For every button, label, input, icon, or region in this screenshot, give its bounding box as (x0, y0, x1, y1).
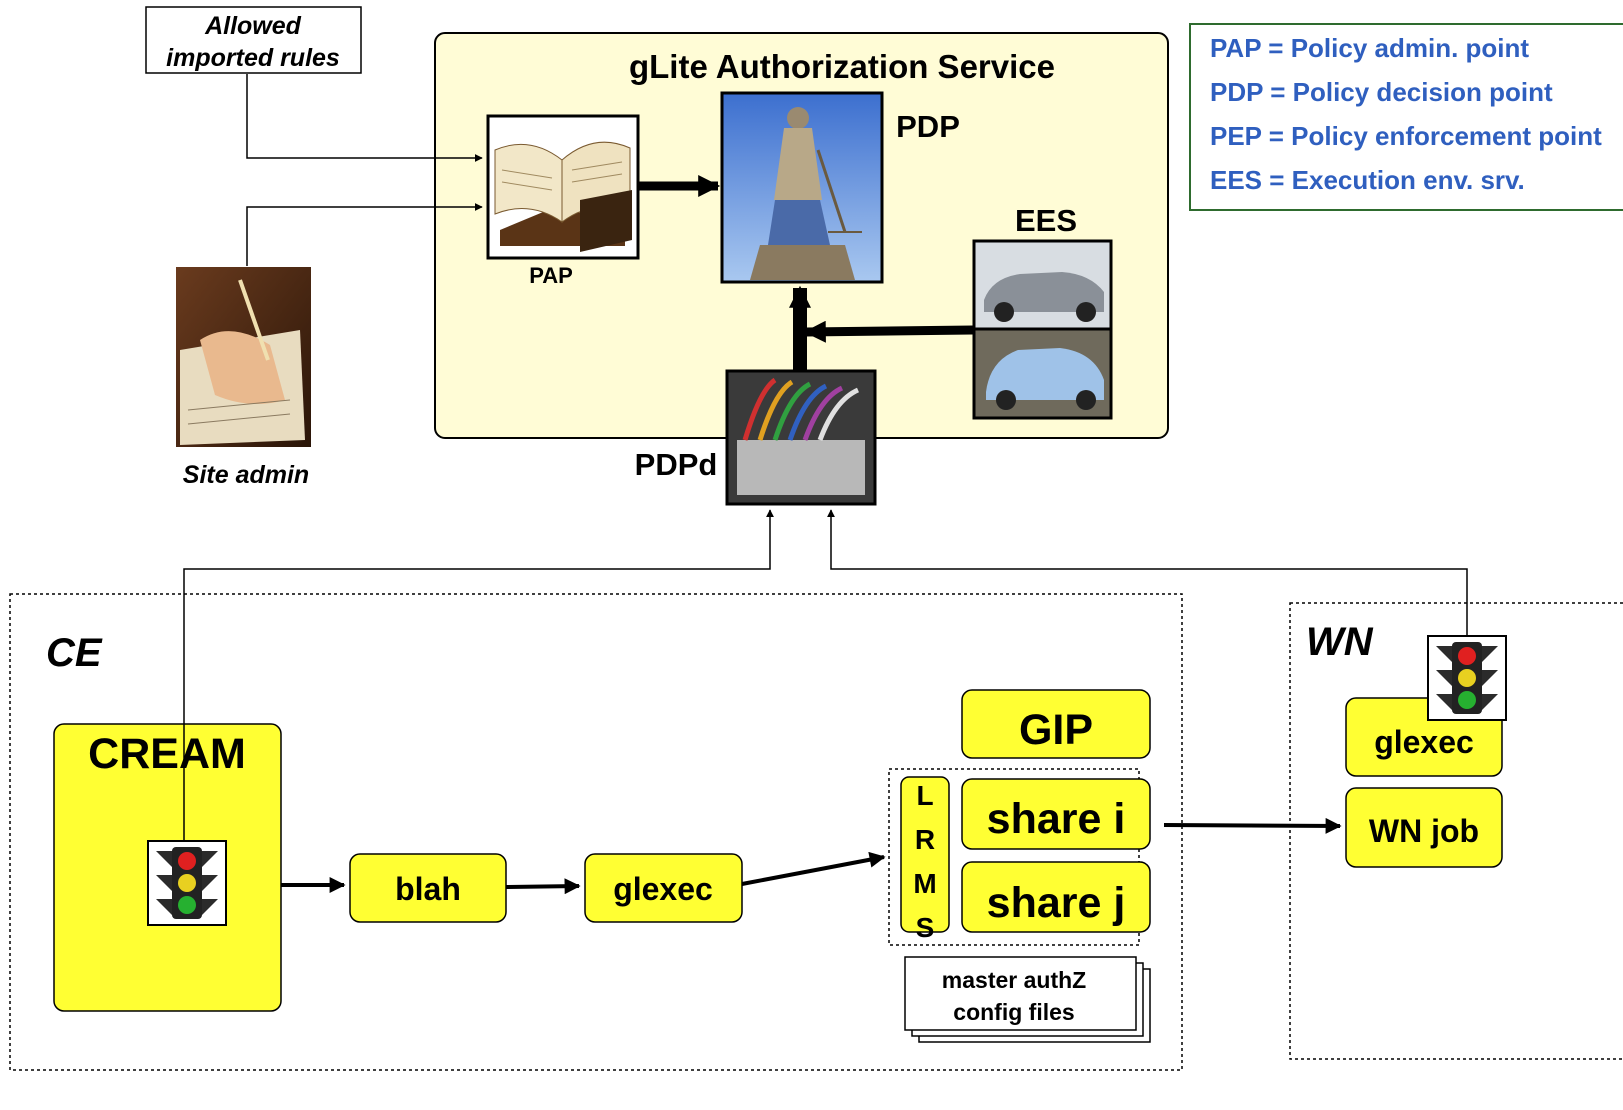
authz-service-title: gLite Authorization Service (629, 48, 1055, 85)
cream-label: CREAM (88, 730, 246, 778)
allowed-imported-rules-note: Allowed imported rules (145, 6, 362, 74)
glexec-to-lrms-arrow (741, 851, 886, 886)
blah-to-glexec-arrow (505, 878, 581, 895)
wiring-connector-icon (725, 369, 877, 506)
ees-to-pdp-arrow (803, 320, 974, 343)
pap-label: PAP (529, 263, 573, 288)
legend-item: PEP = Policy enforcement point (1210, 121, 1602, 151)
legend-item: EES = Execution env. srv. (1210, 165, 1525, 195)
share-j-label: share j (987, 879, 1126, 927)
master-config-files: master authZ config files (904, 956, 1151, 1043)
share-j-box (961, 861, 1151, 933)
gip-box (961, 689, 1151, 759)
pdp-label: PDP (896, 109, 960, 144)
ce-region (9, 593, 1183, 1071)
justice-statue-icon (720, 91, 884, 284)
open-book-icon (486, 114, 640, 260)
share-i-label: share i (987, 795, 1126, 843)
ce-label: CE (46, 631, 103, 675)
writing-hand-icon (176, 267, 311, 447)
legend-item: PAP = Policy admin. point (1210, 33, 1529, 63)
wn-job-box (1345, 787, 1503, 868)
master-config-line-2: config files (953, 999, 1074, 1025)
lrms-letter: L (916, 780, 933, 811)
blah-label: blah (395, 871, 461, 907)
wn-to-pdpd-arrow (827, 509, 1468, 636)
traffic-light-icon (1427, 635, 1507, 721)
pdpd-label: PDPd (635, 447, 718, 482)
sports-car-icon (972, 239, 1113, 331)
wn-label: WN (1306, 620, 1374, 664)
blah-box (349, 853, 507, 923)
lrms-letter: R (915, 824, 935, 855)
wn-glexec-label: glexec (1374, 724, 1474, 760)
share-i-box (961, 778, 1151, 850)
lrms-letter: S (916, 912, 935, 943)
note-line-1: Allowed (204, 12, 302, 40)
rules-to-pap-arrow (246, 74, 483, 162)
site-admin-label: Site admin (183, 461, 309, 489)
classic-car-icon (972, 327, 1113, 420)
lrms-group (888, 768, 1140, 946)
ce-glexec-box (584, 853, 743, 923)
ce-glexec-label: glexec (613, 871, 713, 907)
lrms-letter: M (913, 868, 936, 899)
wn-job-label: WN job (1369, 813, 1479, 849)
legend: PAP = Policy admin. point PDP = Policy d… (1189, 23, 1623, 211)
admin-to-pap-arrow (246, 203, 483, 266)
master-config-line-1: master authZ (942, 967, 1086, 993)
ees-label: EES (1015, 203, 1077, 238)
gip-label: GIP (1019, 706, 1093, 754)
note-line-2: imported rules (166, 44, 340, 72)
cream-to-pdpd-arrow (183, 509, 774, 842)
wn-region (1289, 602, 1623, 1060)
lrms-box (900, 776, 950, 933)
share-to-wn-job-arrow (1163, 817, 1342, 834)
legend-item: PDP = Policy decision point (1210, 77, 1553, 107)
traffic-light-icon (147, 840, 227, 926)
